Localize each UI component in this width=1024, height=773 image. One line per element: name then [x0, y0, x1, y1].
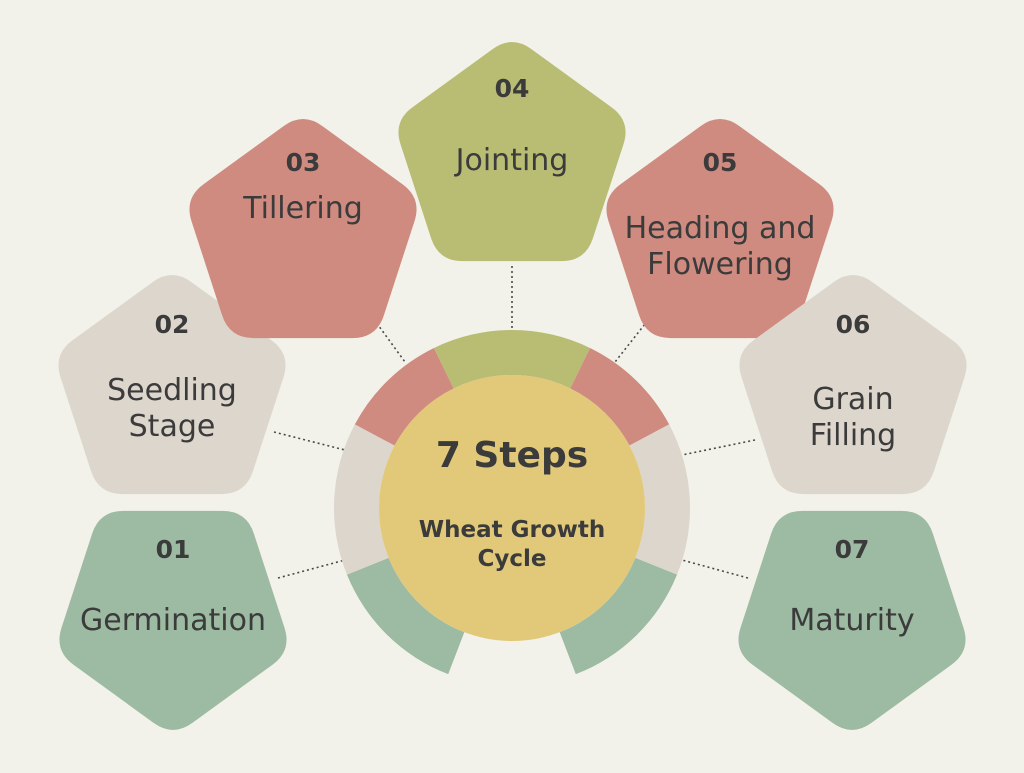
step-shape-7: [738, 510, 966, 730]
step-number-4: 04: [495, 74, 530, 103]
center-hub: 7 Steps Wheat Growth Cycle: [379, 375, 645, 641]
center-subtitle-line-2: Cycle: [478, 546, 547, 572]
step-label-2-line-1: Seedling: [107, 373, 237, 408]
ring-segment-2: [333, 424, 395, 575]
center-title: 7 Steps: [436, 435, 588, 476]
ring-segment-4: [433, 330, 591, 389]
ring-segment-5: [570, 348, 670, 446]
ring-segment-6: [629, 424, 690, 575]
step-label-3-line-1: Tillering: [242, 191, 363, 226]
ring-segment-1: [346, 557, 465, 675]
step-shape-2: [58, 275, 286, 495]
step-label-5-line-2: Flowering: [647, 247, 793, 282]
connector-line-2: [273, 431, 346, 451]
step-shapes: 01Germination02SeedlingStage03Tillering0…: [58, 42, 967, 730]
ring-segment-3: [354, 348, 454, 446]
step-label-2-line-2: Stage: [129, 409, 216, 444]
step-label-1-line-1: Germination: [80, 603, 266, 638]
step-shape-5: [606, 119, 834, 339]
step-shape-3: [189, 119, 417, 339]
step-number-3: 03: [286, 148, 321, 177]
connector-line-7: [681, 559, 749, 579]
step-number-5: 05: [703, 148, 738, 177]
center-ring: [333, 330, 690, 675]
step-shape-6: [739, 275, 967, 495]
step-number-7: 07: [835, 535, 870, 564]
connector-line-5: [614, 304, 661, 363]
step-shape-1: [59, 510, 287, 730]
step-number-6: 06: [836, 310, 871, 339]
ring-segment-7: [559, 557, 678, 675]
step-label-5-line-1: Heading and: [625, 211, 816, 246]
step-number-1: 01: [156, 535, 191, 564]
center-subtitle-line-1: Wheat Growth: [419, 517, 606, 543]
center-circle: [379, 375, 645, 641]
step-label-7-line-1: Maturity: [789, 603, 914, 638]
step-shape-4: [398, 42, 626, 262]
step-label-6-line-2: Filling: [810, 418, 896, 453]
step-number-2: 02: [155, 310, 190, 339]
connector-line-6: [681, 439, 756, 456]
connector-line-1: [277, 559, 346, 579]
step-label-4-line-1: Jointing: [454, 143, 569, 178]
step-label-6-line-1: Grain: [812, 382, 893, 417]
